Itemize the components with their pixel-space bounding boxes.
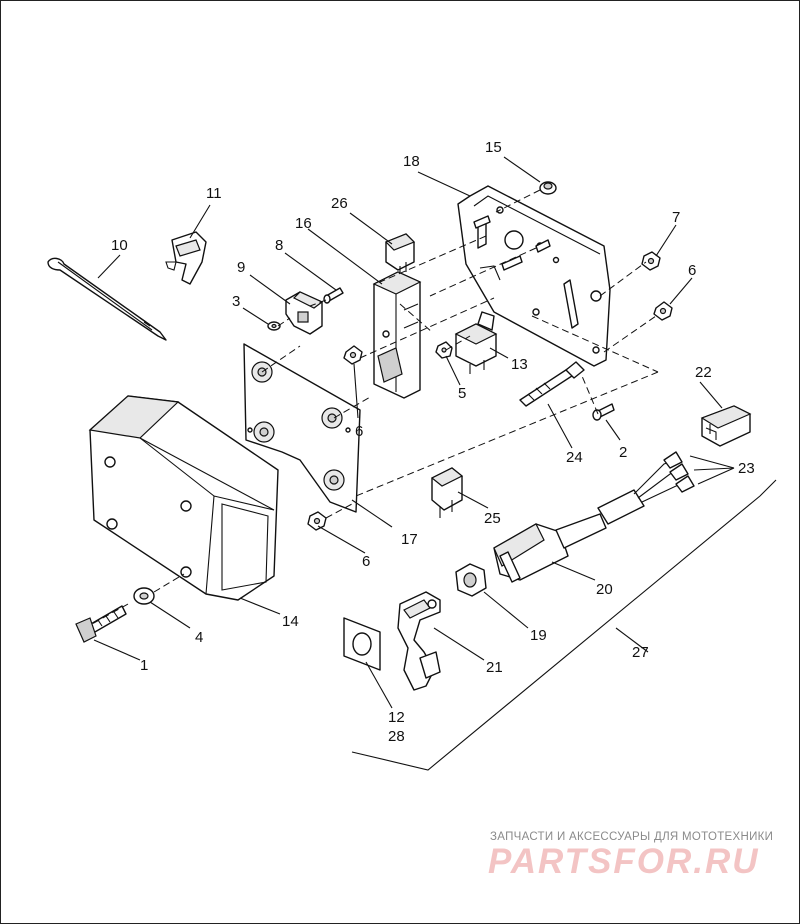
part-12-gasket — [343, 617, 381, 671]
assembly-lines — [91, 189, 659, 625]
part-2-screw — [592, 403, 615, 421]
part-16-module — [372, 271, 422, 399]
callout-2: 2 — [619, 444, 627, 461]
part-6-nut-bottom — [307, 511, 327, 531]
callout-21: 21 — [486, 659, 503, 676]
callout-24: 24 — [566, 449, 583, 466]
part-6-nut-right — [653, 301, 673, 321]
part-5-nut — [435, 341, 453, 359]
leader-lines — [93, 156, 777, 771]
callout-27: 27 — [632, 644, 649, 661]
callout-28: 28 — [388, 728, 405, 745]
callout-6b: 6 — [355, 423, 363, 440]
callout-10: 10 — [111, 237, 128, 254]
part-6-nut-middle — [343, 345, 363, 365]
watermark-tagline: ЗАПЧАСТИ И АКСЕССУАРЫ ДЛЯ МОТОТЕХНИКИ — [490, 831, 774, 843]
callout-9: 9 — [237, 259, 245, 276]
part-18-mounting-plate — [457, 185, 611, 367]
callout-17: 17 — [401, 531, 418, 548]
callout-20: 20 — [596, 581, 613, 598]
callout-1: 1 — [140, 657, 148, 674]
part-15-spacer — [539, 181, 557, 195]
part-19-nut — [455, 563, 487, 597]
callout-7: 7 — [672, 209, 680, 226]
part-13-relay — [454, 311, 498, 374]
callout-5: 5 — [458, 385, 466, 402]
part-9-bracket — [285, 291, 324, 335]
studs — [473, 215, 551, 271]
part-1-screw — [75, 605, 127, 643]
part-14-housing — [88, 395, 279, 601]
part-8-screw — [323, 287, 344, 304]
part-10-cable-tie — [47, 257, 167, 341]
callout-8: 8 — [275, 237, 283, 254]
callout-12: 12 — [388, 709, 405, 726]
part-21-bracket — [397, 591, 441, 691]
part-4-washer — [133, 587, 155, 605]
callout-16: 16 — [295, 215, 312, 232]
callout-18: 18 — [403, 153, 420, 170]
callout-22: 22 — [695, 364, 712, 381]
callout-13: 13 — [511, 356, 528, 373]
part-22-connector — [700, 405, 752, 447]
callout-14: 14 — [282, 613, 299, 630]
callout-4: 4 — [195, 629, 203, 646]
watermark-logo: PARTSFOR.RU — [488, 842, 760, 881]
callout-6c: 6 — [362, 553, 370, 570]
part-25-fuse — [430, 467, 464, 518]
callout-6a: 6 — [688, 262, 696, 279]
part-11-clip — [165, 231, 207, 285]
part-20-sensor — [493, 451, 695, 583]
part-3-washer — [267, 321, 281, 331]
callout-3: 3 — [232, 293, 240, 310]
callout-26: 26 — [331, 195, 348, 212]
callout-23: 23 — [738, 460, 755, 477]
part-26-connector — [384, 233, 416, 276]
part-7-nut — [641, 251, 661, 271]
callout-labels: 1 2 3 4 5 6 6 6 7 8 9 10 11 12 13 14 15 … — [111, 139, 755, 745]
callout-11: 11 — [206, 185, 222, 202]
callout-15: 15 — [485, 139, 502, 156]
part-24-bolt — [519, 361, 585, 407]
callout-25: 25 — [484, 510, 501, 527]
callout-19: 19 — [530, 627, 547, 644]
